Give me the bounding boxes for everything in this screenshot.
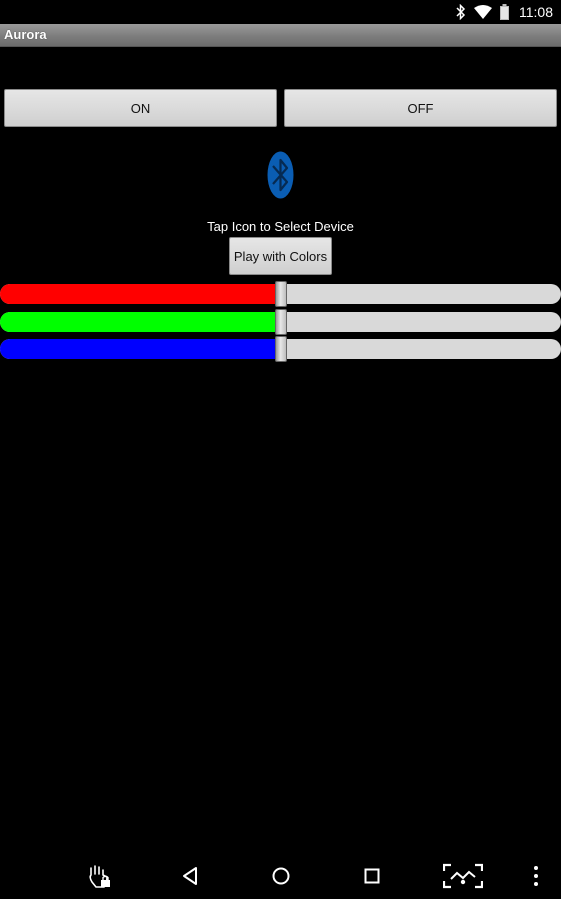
play-with-colors-button[interactable]: Play with Colors <box>229 237 332 275</box>
green-slider-thumb[interactable] <box>274 309 287 335</box>
back-icon[interactable] <box>176 863 204 889</box>
status-icons: 11:08 <box>456 3 553 21</box>
on-button[interactable]: ON <box>4 89 277 127</box>
recents-icon[interactable] <box>358 863 386 889</box>
blue-slider[interactable] <box>0 336 561 362</box>
bluetooth-icon[interactable] <box>267 151 294 199</box>
battery-icon <box>500 4 509 20</box>
bluetooth-icon <box>456 4 466 20</box>
screenshot-icon[interactable] <box>443 863 483 889</box>
status-time: 11:08 <box>519 4 553 20</box>
red-slider-thumb[interactable] <box>274 281 287 307</box>
red-slider[interactable] <box>0 281 561 307</box>
gesture-lock-icon[interactable] <box>85 863 113 889</box>
red-slider-fill <box>0 284 281 304</box>
home-icon[interactable] <box>267 863 295 889</box>
overflow-menu-icon[interactable] <box>522 863 550 889</box>
tap-icon-label: Tap Icon to Select Device <box>207 219 354 234</box>
wifi-icon <box>474 5 492 19</box>
blue-slider-fill <box>0 339 281 359</box>
off-button[interactable]: OFF <box>284 89 557 127</box>
app-title: Aurora <box>4 27 47 42</box>
green-slider[interactable] <box>0 309 561 335</box>
blue-slider-thumb[interactable] <box>274 336 287 362</box>
navigation-bar <box>0 853 561 899</box>
green-slider-fill <box>0 312 281 332</box>
title-bar: Aurora <box>0 24 561 47</box>
status-bar: 11:08 <box>0 0 561 24</box>
